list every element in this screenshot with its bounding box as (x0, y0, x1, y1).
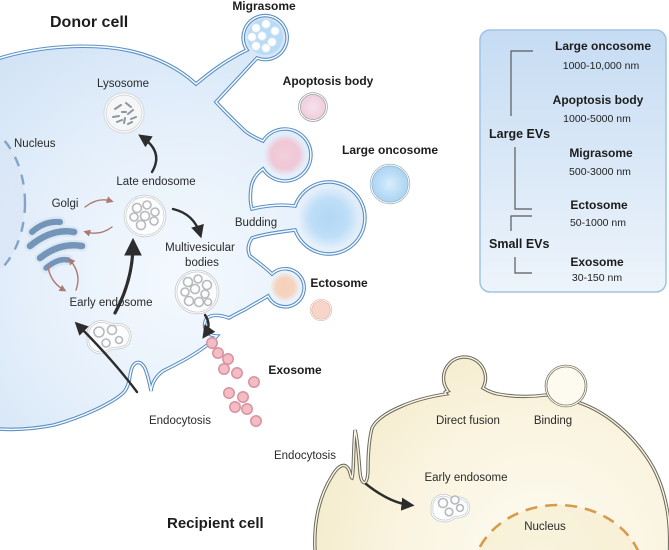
exosome-label: Exosome (268, 363, 322, 377)
apoptosis-body-label: Apoptosis body (283, 74, 374, 88)
legend-item-migrasome: Migrasome (569, 146, 633, 160)
exosome-dots (206, 336, 263, 427)
legend-item-apoptosis-body: Apoptosis body (553, 93, 644, 107)
endocytosis-recipient-label: Endocytosis (274, 450, 336, 462)
large-oncosome-vesicle (369, 163, 411, 205)
apoptosis-body-vesicle (298, 92, 328, 122)
multivesicular-bodies-label-line2: bodies (185, 257, 219, 269)
golgi-apparatus (24, 216, 88, 274)
recipient-endocytosis-arrow (364, 482, 415, 511)
donor-nucleus-label: Nucleus (14, 138, 56, 150)
recipient-cell-membrane-inner-line (314, 356, 669, 550)
late-endosome-to-golgi-arrow (83, 226, 113, 237)
legend-item-exosome: Exosome (570, 255, 624, 269)
endocytosis-to-early-endosome-arrow (74, 321, 139, 394)
legend-bracket-large-evs-upper (510, 50, 533, 116)
legend-bracket-large-evs-lower (514, 147, 532, 210)
recipient-nucleus-label: Nucleus (524, 521, 566, 533)
legend-range-ectosome: 50-1000 nm (570, 217, 626, 229)
early-endosome-recipient-label: Early endosome (424, 472, 507, 484)
early-endosome-vesicle-recipient (430, 493, 471, 523)
donor-cell-title: Donor cell (50, 14, 128, 31)
legend-range-apoptosis-body: 1000-5000 nm (563, 113, 631, 125)
legend-item-large-oncosome: Large oncosome (555, 39, 651, 53)
large-oncosome-budding (298, 187, 360, 249)
ectosome-budding (270, 272, 300, 302)
ectosome-vesicle (310, 299, 332, 321)
multivesicular-body-vesicle (174, 269, 220, 315)
migrasome-label: Migrasome (232, 0, 296, 13)
recipient-nucleus (476, 503, 640, 550)
legend-bracket-small-evs-lower (514, 257, 532, 274)
late-endosome-label: Late endosome (116, 176, 195, 188)
binding-vesicle (544, 364, 588, 408)
large-oncosome-label: Large oncosome (342, 143, 438, 157)
apoptosis-body-budding (264, 134, 306, 176)
multivesicular-bodies-label-line1: Multivesicular (165, 242, 235, 254)
legend-item-ectosome: Ectosome (570, 198, 628, 212)
ectosome-label: Ectosome (310, 276, 368, 290)
golgi-to-early-endosome-arrow (47, 265, 67, 292)
budding-label: Budding (235, 217, 277, 229)
donor-nucleus (0, 134, 27, 272)
late-endosome-vesicle (123, 194, 167, 238)
legend-group-small-evs: Small EVs (489, 237, 549, 251)
legend-group-large-evs: Large EVs (489, 127, 550, 141)
direct-fusion-label: Direct fusion (436, 415, 500, 427)
late-endosome-to-lysosome-arrow (138, 134, 158, 174)
mvb-to-membrane-arrow (202, 313, 216, 339)
golgi-to-late-endosome-arrow (84, 196, 114, 208)
migrasome-inner-vesicles (247, 19, 280, 53)
early-to-late-endosome-arrow (113, 237, 142, 315)
endocytosis-donor-label: Endocytosis (149, 415, 211, 427)
legend-range-large-oncosome: 1000-10,000 nm (563, 60, 640, 72)
donor-cell-membrane-inner-line (0, 14, 366, 431)
legend-bracket-small-evs-upper (510, 215, 532, 231)
recipient-cell-title: Recipient cell (167, 515, 264, 532)
recipient-cell-body (313, 355, 669, 550)
legend-panel: Large oncosome 1000-10,000 nm Apoptosis … (479, 29, 667, 293)
lysosome-vesicle (103, 92, 145, 134)
late-endosome-to-mvb-arrow (171, 207, 204, 239)
legend-range-exosome: 30-150 nm (572, 272, 622, 284)
golgi-label: Golgi (52, 198, 79, 210)
early-endosome-to-golgi-arrow (68, 257, 79, 291)
legend-range-migrasome: 500-3000 nm (569, 166, 631, 178)
binding-label: Binding (534, 415, 572, 427)
early-endosome-donor-label: Early endosome (69, 297, 152, 309)
lysosome-label: Lysosome (97, 78, 149, 90)
lysosome-enzyme-specks (112, 102, 137, 125)
